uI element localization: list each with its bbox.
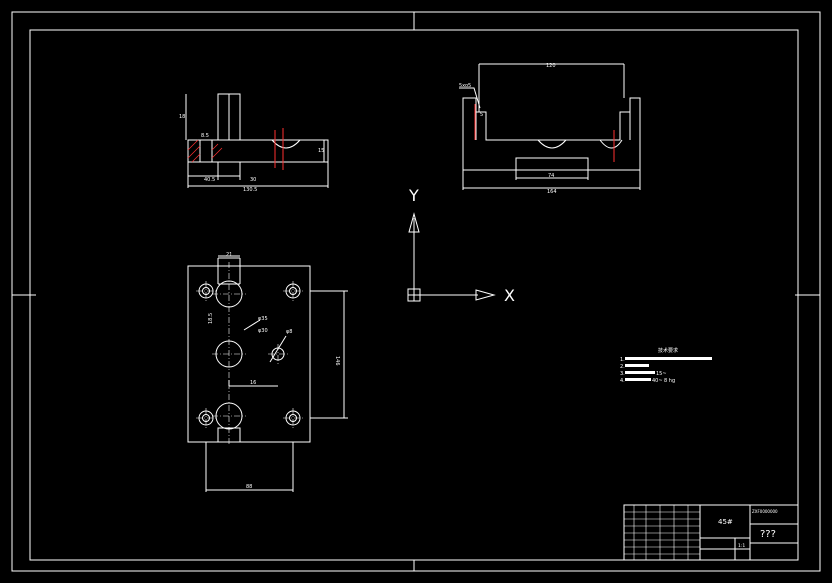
tech-req-item-4: 4. xyxy=(620,378,625,384)
y-axis-label: Y xyxy=(408,186,419,205)
tech-req-item-1: 1. xyxy=(620,357,625,363)
dim-label: 18 xyxy=(179,114,185,120)
dim-label: 164 xyxy=(547,189,557,195)
x-axis-label: X xyxy=(504,286,515,305)
dim-label: 74 xyxy=(548,173,554,179)
title-block-scale: 1:1 xyxy=(738,543,745,549)
dim-label: φ30 xyxy=(258,328,268,334)
dim-label: 88 xyxy=(246,484,252,490)
title-block[interactable] xyxy=(623,504,799,561)
dim-label: 130.5 xyxy=(243,187,257,193)
tech-req-item-2: 2. xyxy=(620,364,625,370)
top-view-dimension-labels: 21 φ35 φ30 φ8 18.5 16 146 88 xyxy=(208,252,340,490)
front-view-dimension-labels: 18 8.5 15 40.5 30 130.5 xyxy=(179,114,324,193)
dim-label: 8.5 xyxy=(201,133,209,139)
dim-label: 16 xyxy=(250,380,256,386)
tech-req-line-1 xyxy=(625,357,712,360)
dim-label: φ35 xyxy=(258,316,268,322)
dim-label: φ8 xyxy=(286,329,292,335)
title-block-grid xyxy=(624,505,700,560)
dim-label: 120 xyxy=(546,63,556,69)
side-view-dimension-labels: 5xo5 5 120 74 164 xyxy=(459,63,557,195)
title-block-code: ZXF0000000 xyxy=(752,509,778,514)
dim-label: 21 xyxy=(226,252,232,258)
dim-label: 40.5 xyxy=(204,177,215,183)
dim-label: 18.5 xyxy=(208,313,214,324)
tech-req-fragment: 40~ xyxy=(652,378,663,384)
front-view-hatch xyxy=(187,139,223,163)
top-view[interactable] xyxy=(187,255,348,492)
sheet-border xyxy=(11,11,821,572)
tech-req-item-3: 3. xyxy=(620,371,625,377)
technical-requirements: 技术要求 1. 2. 3. 15~ 4. 40~ 8 hg xyxy=(620,347,712,384)
tech-req-fragment: 15~ xyxy=(656,371,667,377)
dim-label: 146 xyxy=(334,356,340,366)
tech-req-line-2 xyxy=(625,364,649,367)
dim-label: 15 xyxy=(318,148,324,154)
front-view[interactable] xyxy=(185,93,329,188)
top-view-centerlines xyxy=(196,262,303,446)
ucs-axes-icon xyxy=(407,212,496,302)
tech-req-line-4 xyxy=(625,378,651,381)
title-block-text: 45# ZXF0000000 ??? 1:1 xyxy=(718,509,778,549)
dim-label: 30 xyxy=(250,177,256,183)
title-block-material: 45# xyxy=(718,518,733,526)
title-block-part-name: ??? xyxy=(760,529,776,540)
tech-req-title: 技术要求 xyxy=(658,347,678,354)
dim-label: 5 xyxy=(480,112,483,118)
dim-label: 5xo5 xyxy=(459,83,471,89)
tech-req-fragment: 8 hg xyxy=(664,378,675,384)
tech-req-line-3 xyxy=(625,371,655,374)
side-view[interactable] xyxy=(459,63,641,190)
